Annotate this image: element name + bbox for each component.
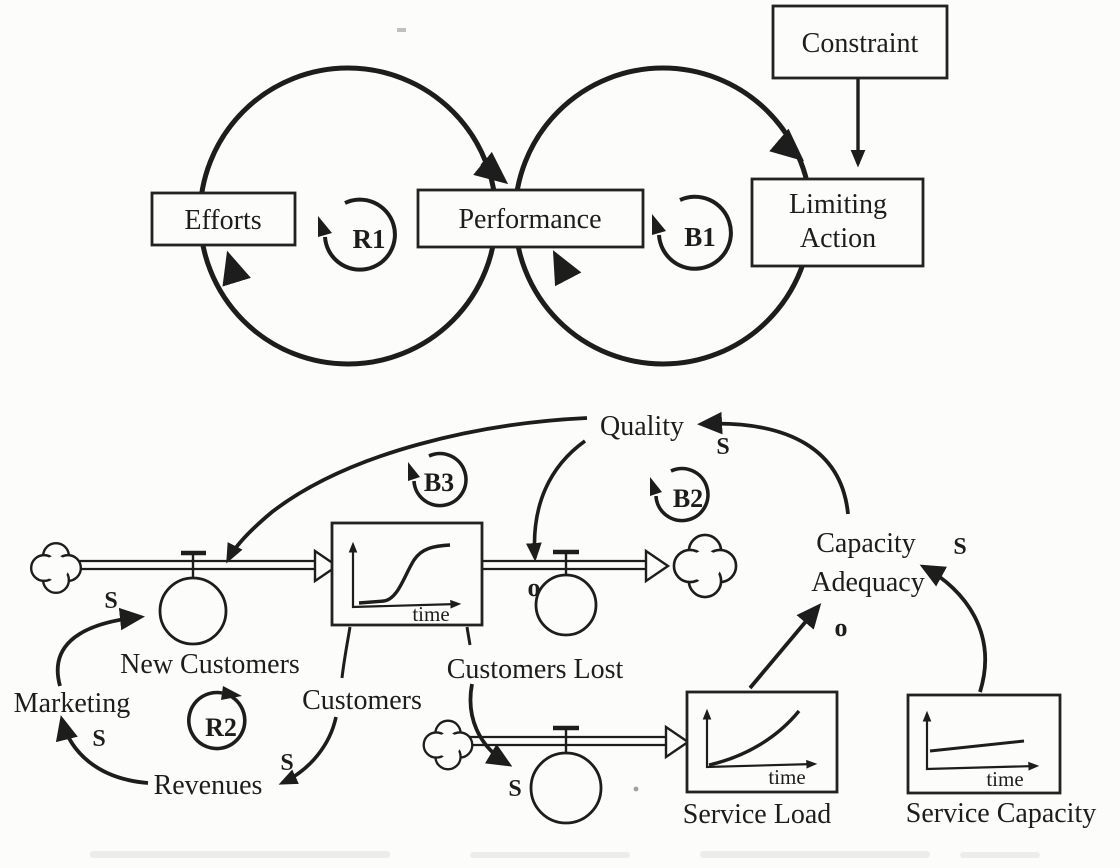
source-cloud-customers <box>29 541 83 595</box>
flow-arrowhead-into-sink-cloud <box>644 548 671 584</box>
b1-loop-indicator: B1 <box>652 194 733 271</box>
performance-box <box>416 188 645 249</box>
revenues-label: Revenues <box>154 770 263 801</box>
polarity-s-capacity-to-quality: S <box>716 434 729 460</box>
polarity-s-servicecapacity-to-capacity: S <box>953 534 966 560</box>
top-archetype-diagram: Efforts Performance Constraint Limiting … <box>150 4 949 367</box>
r2-label: R2 <box>205 713 237 742</box>
limiting-action-label-line2: Action <box>800 223 876 254</box>
rising-curve <box>708 709 801 767</box>
link-quality-to-new-customers <box>226 416 588 564</box>
polarity-s-customers-to-revenues: S <box>280 750 293 776</box>
r2-loop-indicator: R2 <box>187 686 247 751</box>
valve-customers-lost <box>534 549 598 637</box>
scan-speck <box>633 786 639 792</box>
b3-loop-arrowhead <box>408 462 420 481</box>
connector-box-to-customers-lost-label <box>465 626 472 646</box>
connector-box-to-customers-label <box>340 626 352 679</box>
flat-line <box>929 739 1025 753</box>
link-capacity-adequacy-to-quality <box>696 411 850 515</box>
performance-label: Performance <box>458 204 601 235</box>
source-cloud-service-load <box>422 719 474 771</box>
constraint-label: Constraint <box>802 28 919 59</box>
flow-arrowhead-into-customers <box>313 548 340 584</box>
time-axis-label: time <box>412 602 449 626</box>
r1-loop-indicator: R1 <box>318 197 397 272</box>
b3-label: B3 <box>424 468 454 497</box>
service-load-label: Service Load <box>683 799 832 830</box>
constraint-box <box>771 4 949 80</box>
b3-loop-indicator: B3 <box>408 451 468 508</box>
new-customers-label: New Customers <box>120 649 300 680</box>
customers-stock-graph: time <box>330 521 484 627</box>
service-load-graph: time <box>685 690 839 794</box>
link-marketing-to-new-customers <box>55 607 145 687</box>
capacity-adequacy-label-line2: Adequacy <box>811 567 925 598</box>
time-axis-label: time <box>768 765 805 789</box>
customers-label: Customers <box>302 685 422 716</box>
time-axis-label: time <box>986 767 1023 791</box>
polarity-s-marketing-to-newcustomers: S <box>104 588 117 614</box>
bottom-example-diagram: time time time <box>14 411 1097 830</box>
b1-label: B1 <box>684 222 716 252</box>
x-axis <box>925 761 1040 771</box>
customers-lost-label: Customers Lost <box>447 654 624 685</box>
r1-loop-arrowhead <box>318 216 332 237</box>
efforts-label: Efforts <box>184 205 261 236</box>
link-revenues-to-marketing <box>55 715 149 785</box>
polarity-s-revenues-to-marketing: S <box>92 726 105 752</box>
valve-service-load <box>529 725 603 825</box>
b1-loop-arrowhead <box>652 214 666 235</box>
b2-loop-arrowhead <box>650 477 662 496</box>
r1-label: R1 <box>353 224 386 254</box>
polarity-o-serviceload-to-capacity: o <box>835 613 848 642</box>
efforts-box <box>150 191 297 247</box>
service-capacity-label: Service Capacity <box>906 798 1096 829</box>
cutoff-caption-remnant <box>90 851 1040 858</box>
link-customers-to-service-load <box>468 683 513 767</box>
limiting-action-label-line1: Limiting <box>789 189 887 220</box>
scan-speck <box>397 28 406 32</box>
arrow-limiting-action-to-performance <box>552 250 582 287</box>
inflow-pipe-new-customers <box>74 548 340 584</box>
sink-cloud-customers-lost <box>672 533 738 599</box>
inflow-pipe-service-load <box>470 724 691 760</box>
r2-loop-arrowhead <box>221 686 242 700</box>
s-shaped-growth-curve <box>358 543 451 605</box>
link-service-capacity-to-capacity-adequacy <box>919 564 987 693</box>
valve-new-customers <box>158 550 228 646</box>
x-axis <box>351 599 462 609</box>
quality-label: Quality <box>600 411 684 442</box>
marketing-label: Marketing <box>14 688 131 719</box>
polarity-s-customers-to-serviceload: S <box>508 776 521 802</box>
arrow-performance-to-limiting-action <box>769 128 805 162</box>
x-axis <box>705 759 818 769</box>
arrow-performance-to-efforts <box>222 250 251 287</box>
limiting-action-box <box>750 177 925 268</box>
b2-loop-indicator: B2 <box>650 466 710 523</box>
link-customers-to-revenues <box>278 716 338 785</box>
service-capacity-graph: time <box>906 693 1062 795</box>
outflow-pipe-customers-lost <box>482 548 671 584</box>
polarity-o-quality-to-customerslost: o <box>528 573 541 602</box>
link-service-load-to-capacity-adequacy <box>748 603 822 690</box>
capacity-adequacy-label-line1: Capacity <box>816 528 916 559</box>
link-quality-to-customers-lost <box>526 439 587 562</box>
b2-label: B2 <box>673 484 703 513</box>
arrow-efforts-to-performance <box>473 151 509 185</box>
flow-arrowhead-into-service-load <box>664 724 691 760</box>
